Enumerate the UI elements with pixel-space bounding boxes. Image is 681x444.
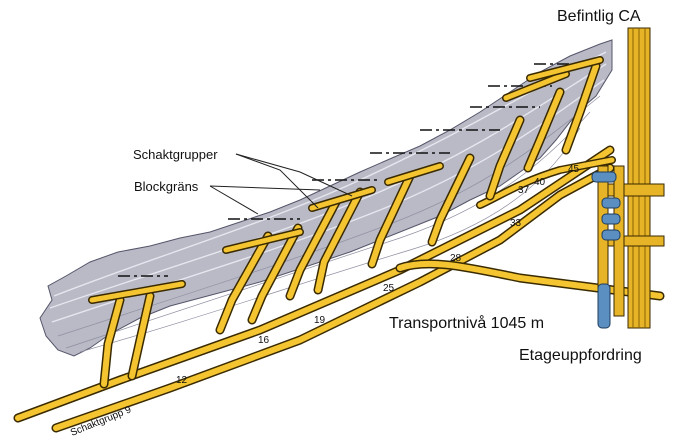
existing-ca-shaft <box>597 27 665 329</box>
label-blockgrans: Blockgräns <box>134 179 199 194</box>
group-number: 12 <box>176 375 188 386</box>
label-etageuppfordring: Etageuppfordring <box>519 347 642 364</box>
group-number: 19 <box>314 315 326 326</box>
label-transportniva: Transportnivå 1045 m <box>389 314 544 332</box>
level-hoist <box>591 165 625 329</box>
group-number: 28 <box>450 253 462 264</box>
group-number: 45 <box>568 164 580 175</box>
group-number: 37 <box>518 185 530 196</box>
group-number: 40 <box>534 177 546 188</box>
label-schaktgrupper: Schaktgrupper <box>133 147 218 162</box>
group-number: 25 <box>383 283 395 294</box>
leader-lines <box>209 153 353 215</box>
group-number: 33 <box>510 218 522 229</box>
group-number: 16 <box>258 335 270 346</box>
shaft-groups <box>88 56 604 389</box>
label-befintlig-ca: Befintlig CA <box>557 8 641 25</box>
